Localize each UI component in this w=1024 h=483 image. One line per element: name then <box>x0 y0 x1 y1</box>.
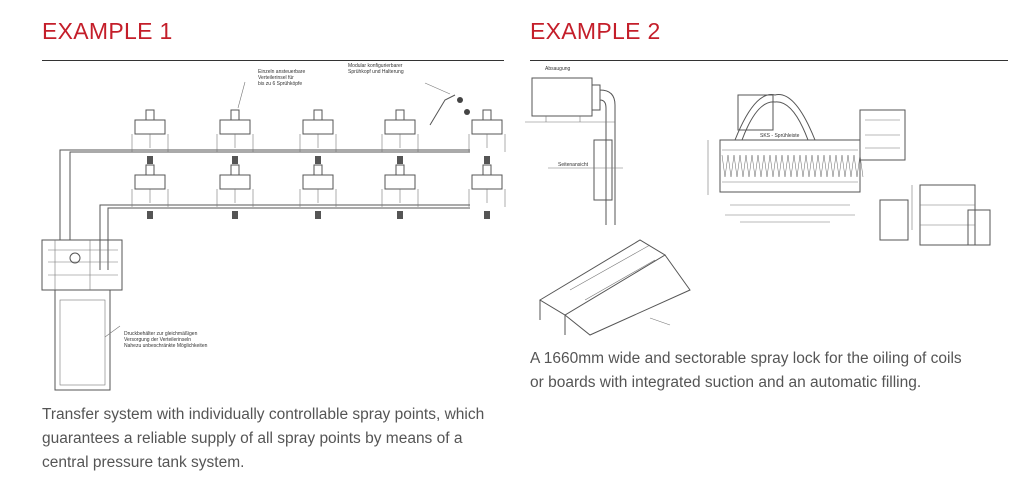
example-1-description: Transfer system with individually contro… <box>42 406 485 471</box>
distributor-island <box>468 109 506 164</box>
distributor-island <box>381 109 419 164</box>
example-2-heading: EXAMPLE 2 <box>530 18 661 44</box>
distributor-island <box>216 109 254 164</box>
distributor-island <box>216 164 254 219</box>
example-2-drawing <box>525 77 991 336</box>
label-side-view: Seitenansicht <box>558 162 589 168</box>
distributor-island <box>299 109 337 164</box>
label-suction: Absaugung <box>545 66 571 72</box>
distributor-island <box>131 109 169 164</box>
example-1-heading: EXAMPLE 1 <box>42 18 173 44</box>
distributor-island <box>381 164 419 219</box>
distributor-island <box>299 164 337 219</box>
label-spray-bar: SKS - Sprühleiste <box>760 133 800 139</box>
distributor-island <box>131 164 169 219</box>
divider <box>530 60 1008 61</box>
distributor-island <box>468 164 506 219</box>
divider <box>42 60 504 61</box>
example-1-drawing <box>41 81 506 391</box>
example-2-description: A 1660mm wide and sectorable spray lock … <box>530 350 962 391</box>
